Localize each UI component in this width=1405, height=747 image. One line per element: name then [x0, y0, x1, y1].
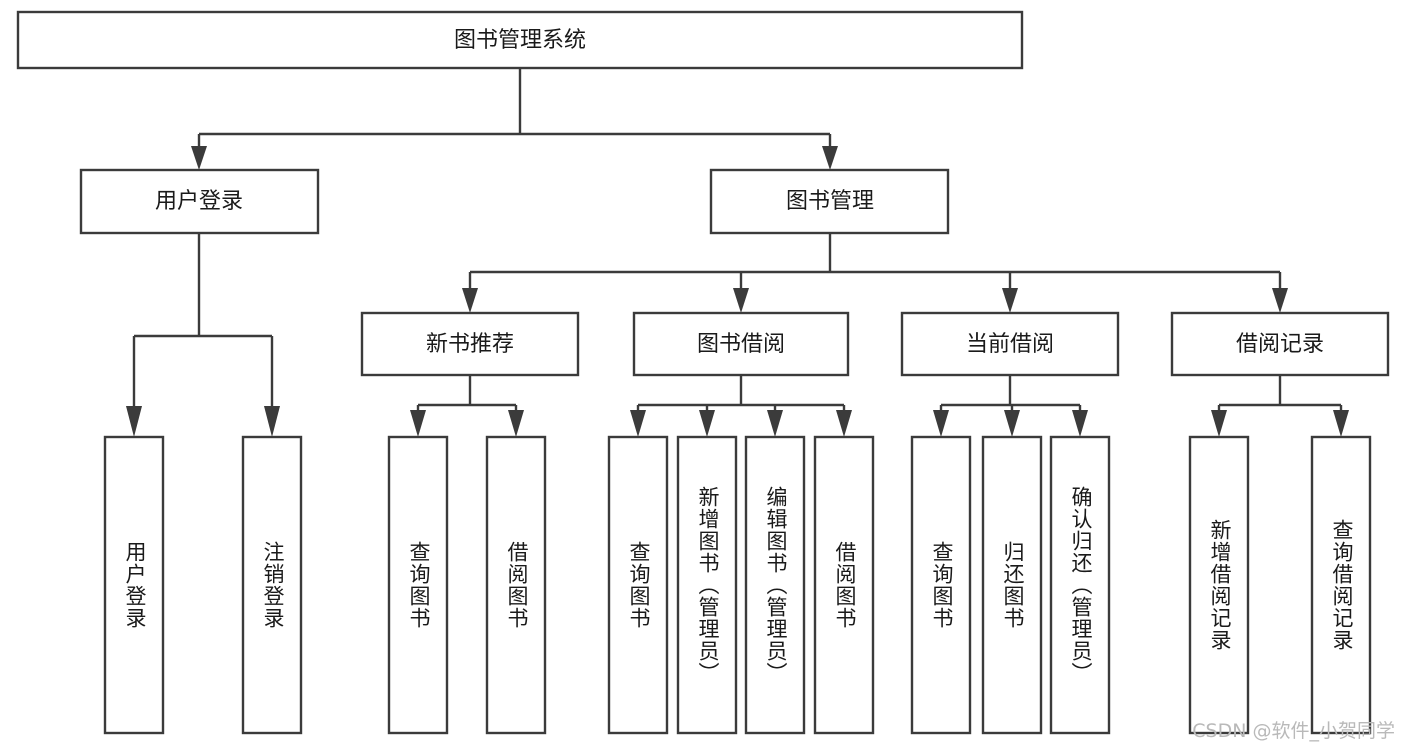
node-new-book-recommend-box — [360, 311, 580, 377]
node-new-book-recommend[interactable]: 新书推荐 — [360, 311, 580, 377]
arrow-head-leaf-query-book-1 — [410, 410, 426, 437]
leaf-query-book-1-label: 查询图书 — [407, 541, 431, 629]
leaf-query-book-3[interactable]: 查询图书 — [910, 435, 972, 735]
node-new-book-recommend-label: 新书推荐 — [426, 332, 514, 357]
arrow-head-leaf-add-record — [1211, 410, 1227, 437]
leaf-logout[interactable]: 注销登录 — [241, 435, 303, 735]
node-borrow-record[interactable]: 借阅记录 — [1170, 311, 1390, 377]
leaf-add-borrow-record[interactable]: 新增借阅记录 — [1188, 435, 1250, 735]
leaf-add-borrow-record-box — [1188, 435, 1250, 735]
node-user-login[interactable]: 用户登录 — [79, 168, 320, 235]
node-current-borrow[interactable]: 当前借阅 — [900, 311, 1120, 377]
leaf-confirm-return-admin[interactable]: 确认归还（管理员） — [1049, 435, 1111, 735]
leaf-return-book[interactable]: 归还图书 — [981, 435, 1043, 735]
arrow-head-leaf-return-book — [1004, 410, 1020, 437]
arrow-head-leaf-user-login — [126, 406, 142, 437]
node-book-management[interactable]: 图书管理 — [709, 168, 950, 235]
leaf-logout-label: 注销登录 — [261, 541, 285, 629]
leaf-edit-book-admin-label: 编辑图书（管理员） — [764, 486, 788, 684]
leaf-edit-book-admin-box — [744, 435, 806, 735]
arrow-head-leaf-add-book — [699, 410, 715, 437]
node-book-borrow[interactable]: 图书借阅 — [632, 311, 850, 377]
node-root-system[interactable]: 图书管理系统 — [16, 10, 1024, 70]
node-user-login-label: 用户登录 — [155, 189, 243, 214]
leaf-query-borrow-record[interactable]: 查询借阅记录 — [1310, 435, 1372, 735]
leaf-borrow-book-1-label: 借阅图书 — [505, 541, 529, 629]
node-current-borrow-box — [900, 311, 1120, 377]
arrow-head-leaf-query-book-3 — [933, 410, 949, 437]
leaf-return-book-label: 归还图书 — [1001, 541, 1025, 629]
leaf-add-book-admin-label: 新增图书（管理员） — [696, 486, 720, 684]
node-book-management-box — [709, 168, 950, 235]
leaf-borrow-book-1-box — [485, 435, 547, 735]
leaf-user-login[interactable]: 用户登录 — [103, 435, 165, 735]
leaf-borrow-book-2-box — [813, 435, 875, 735]
leaf-confirm-return-admin-label: 确认归还（管理员） — [1069, 486, 1093, 684]
leaf-confirm-return-admin-box — [1049, 435, 1111, 735]
leaf-query-borrow-record-box — [1310, 435, 1372, 735]
arrow-head-leaf-edit-book — [767, 410, 783, 437]
node-user-login-box — [79, 168, 320, 235]
arrow-head-leaf-borrow-book-1 — [508, 410, 524, 437]
leaf-return-book-box — [981, 435, 1043, 735]
leaf-add-book-admin[interactable]: 新增图书（管理员） — [676, 435, 738, 735]
leaf-add-borrow-record-label: 新增借阅记录 — [1208, 519, 1232, 651]
arrow-head-user-login — [191, 146, 207, 170]
leaf-query-book-1-box — [387, 435, 449, 735]
arrow-head-record — [1272, 288, 1288, 313]
leaf-add-book-admin-box — [676, 435, 738, 735]
arrow-head-borrow — [733, 288, 749, 313]
node-borrow-record-box — [1170, 311, 1390, 377]
node-root-box — [16, 10, 1024, 70]
connector-layer — [126, 68, 1349, 437]
leaf-borrow-book-2-label: 借阅图书 — [833, 541, 857, 629]
arrow-head-leaf-confirm-return — [1072, 410, 1088, 437]
leaf-borrow-book-1[interactable]: 借阅图书 — [485, 435, 547, 735]
node-book-borrow-label: 图书借阅 — [697, 332, 785, 357]
leaf-query-book-3-box — [910, 435, 972, 735]
leaf-user-login-label: 用户登录 — [123, 541, 147, 629]
arrow-head-leaf-logout — [264, 406, 280, 437]
arrow-head-new-book — [462, 288, 478, 313]
leaf-query-book-1[interactable]: 查询图书 — [387, 435, 449, 735]
leaf-query-book-2-box — [607, 435, 669, 735]
leaf-edit-book-admin[interactable]: 编辑图书（管理员） — [744, 435, 806, 735]
arrow-head-current — [1002, 288, 1018, 313]
leaf-user-login-box — [103, 435, 165, 735]
leaf-logout-box — [241, 435, 303, 735]
leaf-query-book-3-label: 查询图书 — [930, 541, 954, 629]
csdn-watermark: CSDN @软件_小贺同学 — [1192, 720, 1395, 742]
node-current-borrow-label: 当前借阅 — [966, 332, 1054, 357]
leaf-query-borrow-record-label: 查询借阅记录 — [1330, 519, 1354, 651]
node-borrow-record-label: 借阅记录 — [1236, 332, 1324, 357]
node-book-borrow-box — [632, 311, 850, 377]
leaf-query-book-2-label: 查询图书 — [627, 541, 651, 629]
leaf-query-book-2[interactable]: 查询图书 — [607, 435, 669, 735]
arrow-head-book-manage — [822, 146, 838, 170]
node-root-label: 图书管理系统 — [454, 28, 586, 53]
node-book-management-label: 图书管理 — [786, 189, 874, 214]
arrow-head-leaf-query-book-2 — [630, 410, 646, 437]
leaf-borrow-book-2[interactable]: 借阅图书 — [813, 435, 875, 735]
arrow-head-leaf-query-record — [1333, 410, 1349, 437]
arrow-head-leaf-borrow-book-2 — [836, 410, 852, 437]
